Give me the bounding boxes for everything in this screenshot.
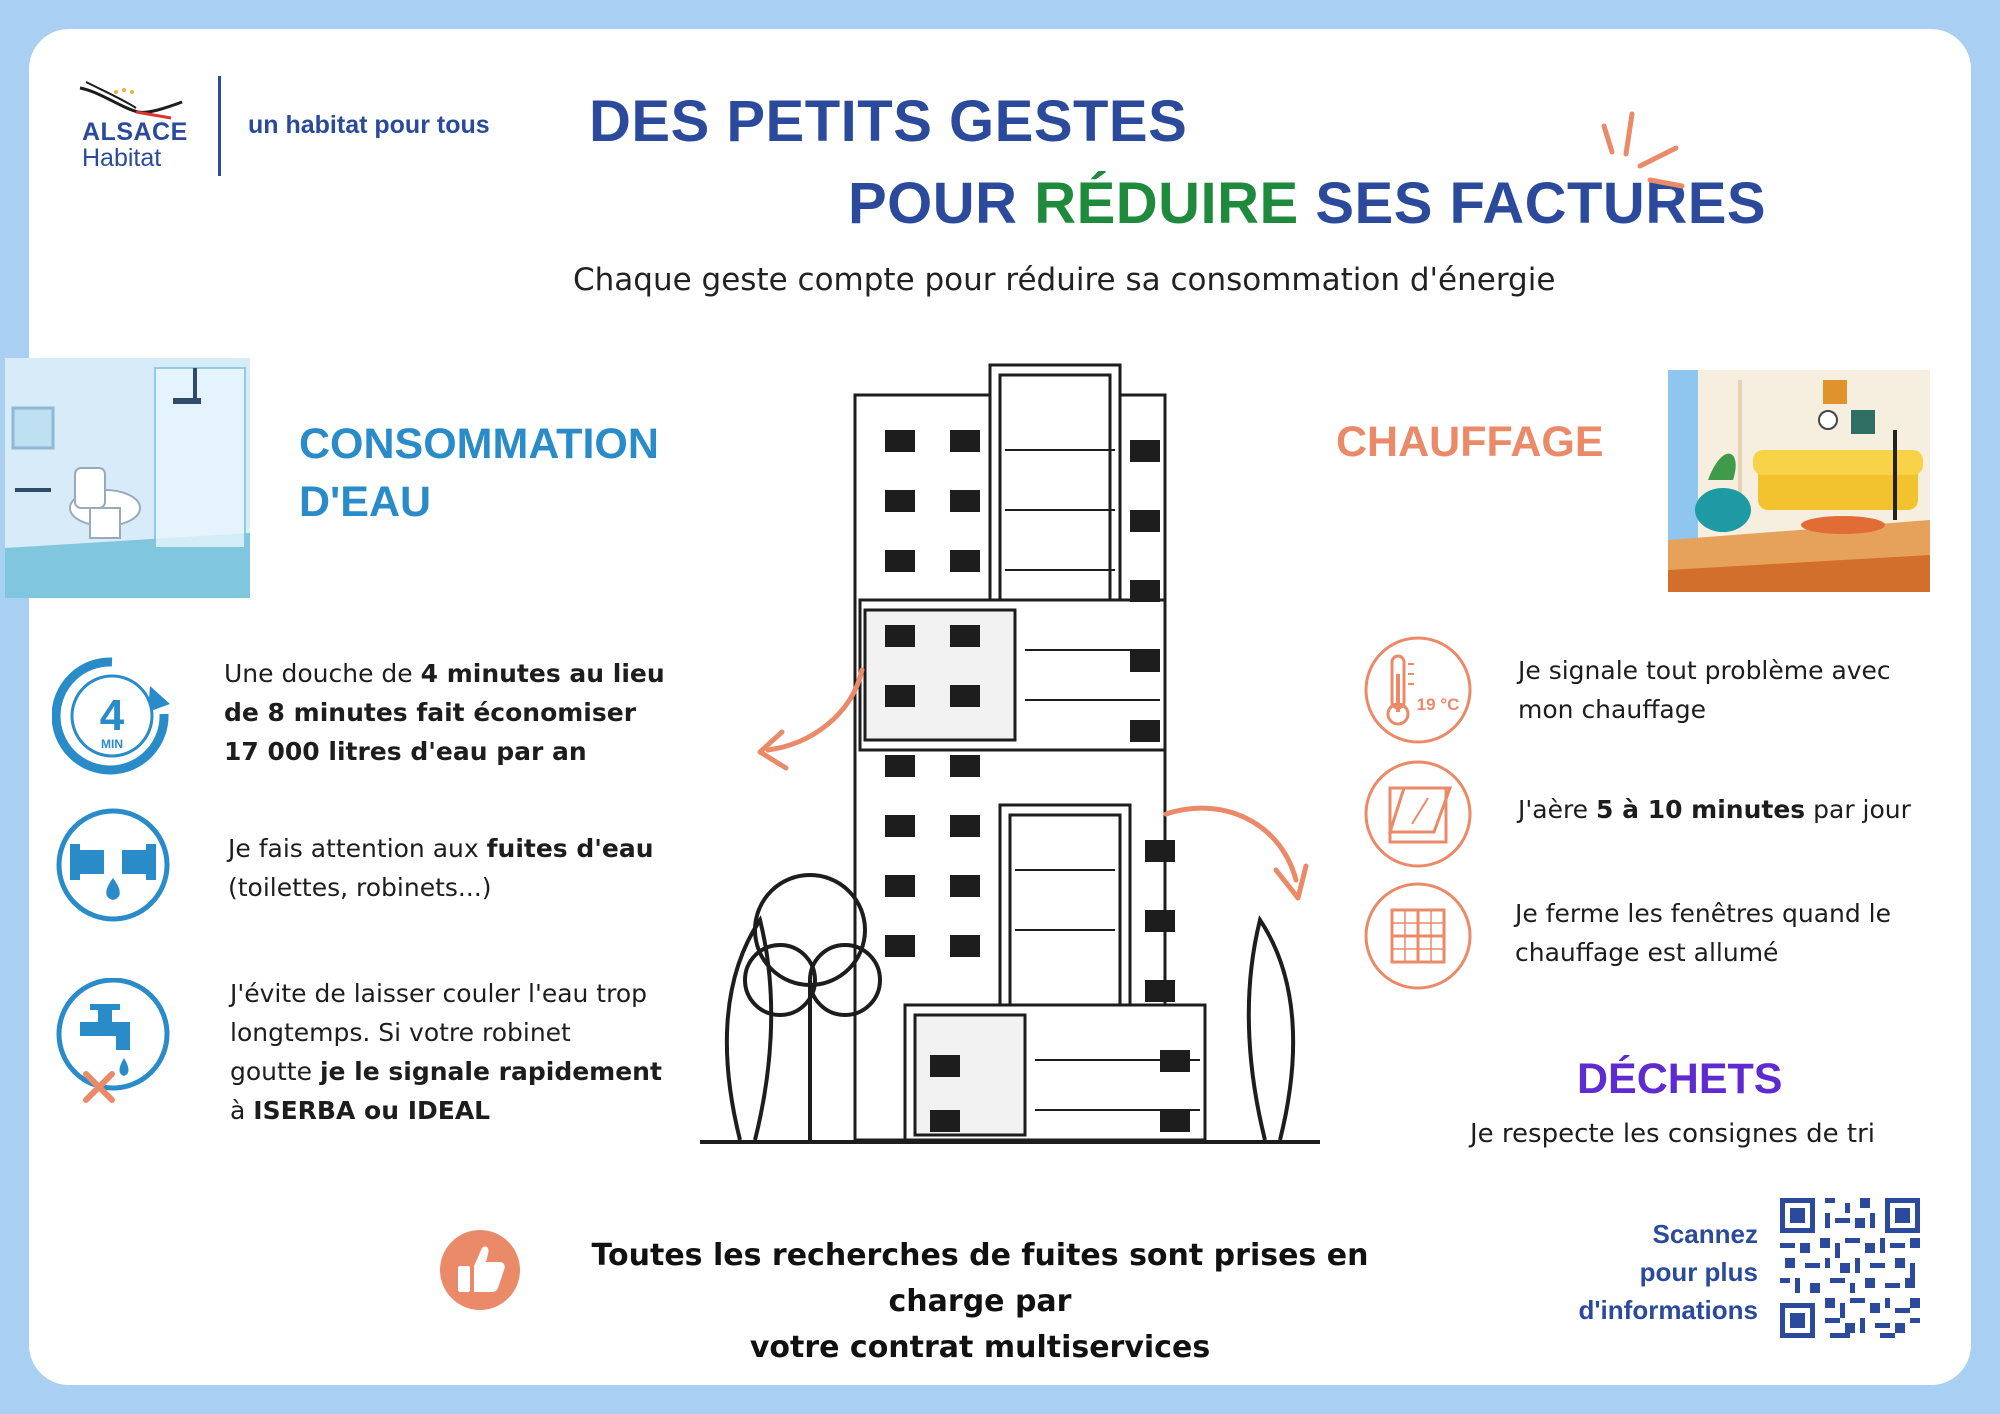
thumbs-up-icon (440, 1230, 520, 1310)
qr-code[interactable] (1780, 1198, 1920, 1338)
waste-heading: DÉCHETS (1577, 1055, 1783, 1103)
alsace-habitat-logo: ALSACE Habitat (76, 78, 188, 173)
title-highlight: RÉDUIRE (1034, 171, 1299, 236)
water-tip-shower: Une douche de 4 minutes au lieu de 8 min… (224, 659, 665, 766)
water-tip-leaks: Je fais attention aux fuites d'eau (toil… (228, 834, 654, 902)
logo-sub: Habitat (82, 144, 162, 172)
heating-tip-report: Je signale tout problème avec mon chauff… (1518, 656, 1891, 724)
living-room-illustration (1668, 370, 1930, 592)
waste-text: Je respecte les consignes de tri (1470, 1119, 1875, 1149)
logo-divider (218, 76, 221, 176)
water-heading: CONSOMMATION D'EAU (299, 420, 659, 526)
stork-icon (79, 81, 183, 120)
water-tip-faucet: J'évite de laisser couler l'eau trop lon… (230, 979, 662, 1125)
title-line-1: DES PETITS GESTES (589, 89, 1188, 154)
heating-tip-windows: Je ferme les fenêtres quand le chauffage… (1515, 899, 1892, 967)
thermometer-value: 19 °C (1417, 695, 1460, 714)
heating-heading: CHAUFFAGE (1336, 418, 1604, 466)
arrow-left-icon (757, 667, 865, 771)
sparkle-icon (1601, 111, 1685, 189)
footer-message: Toutes les recherches de fuites sont pri… (591, 1238, 1369, 1365)
pipe-leak-icon (56, 808, 170, 922)
thermometer-19c-icon: 19 °C (1364, 636, 1472, 744)
timer-number: 4 (100, 691, 125, 740)
heating-tip-air: J'aère 5 à 10 minutes par jour (1518, 795, 1911, 824)
scan-text: Scannez pour plus d'informations (1578, 1219, 1758, 1325)
title-line-2: POUR RÉDUIRE SES FACTURES (848, 171, 1767, 236)
open-window-icon (1364, 760, 1472, 868)
building-illustration (700, 363, 1320, 1144)
tagline: un habitat pour tous (248, 111, 490, 139)
faucet-no-drip-icon (56, 978, 170, 1103)
timer-4-min-icon: 4 MIN (52, 657, 170, 775)
arrow-right-icon (1163, 805, 1309, 901)
subtitle: Chaque geste compte pour réduire sa cons… (573, 262, 1556, 298)
logo-name: ALSACE (82, 118, 188, 146)
bathroom-illustration (5, 358, 250, 598)
closed-window-icon (1364, 882, 1472, 990)
timer-unit: MIN (101, 737, 123, 751)
